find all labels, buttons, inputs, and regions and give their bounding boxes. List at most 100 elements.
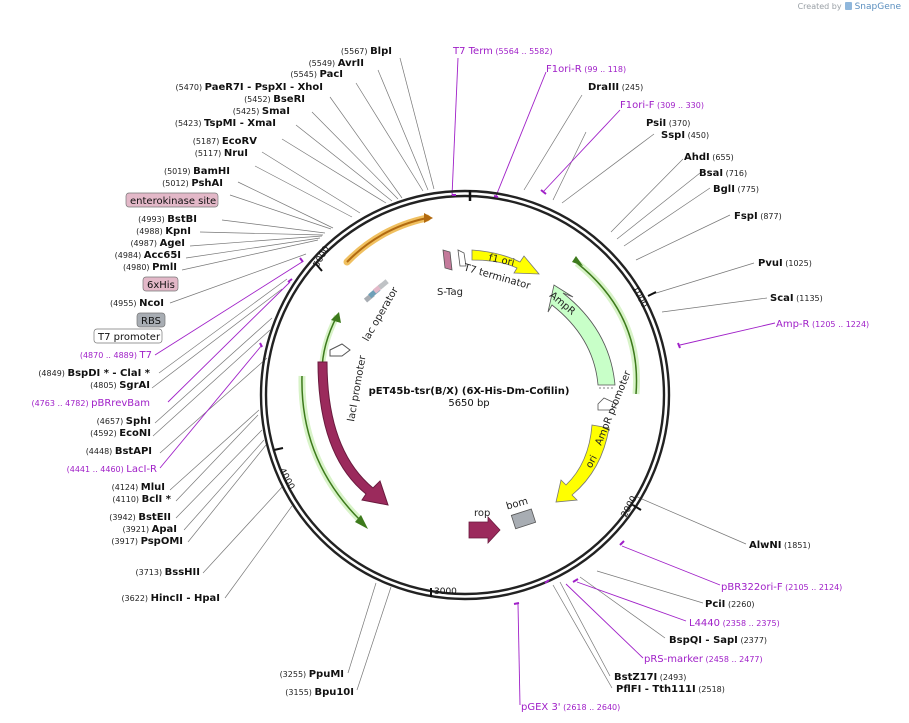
site-position: (2518): [696, 685, 725, 694]
site-position: (5012): [162, 179, 191, 188]
ori-feature: [555, 424, 610, 503]
site-name: (5567) BlpI: [341, 46, 392, 57]
site-label: Acc65I: [144, 250, 181, 261]
right-site-labels: DraIII (245) PsiI (370)SspI (450) AhdI (65…: [588, 82, 823, 695]
scale-tick-mark: [647, 291, 657, 297]
site-position: (245): [619, 83, 643, 92]
t7-promoter-label: T7 promoter: [97, 332, 161, 343]
site-position: (5549): [309, 59, 338, 68]
plasmid-name: pET45b-tsr(B/X) (6X-His-Dm-Cofilin): [369, 386, 570, 397]
primer-name: pBR322ori-F: [721, 582, 783, 593]
enterokinase-site-label: enterokinase site: [130, 196, 216, 207]
site-label: BclI *: [142, 494, 172, 505]
scale-tick-mark: [315, 263, 323, 272]
ori-label: ori: [584, 454, 600, 471]
site-position: (370): [666, 119, 690, 128]
site-name: (3713) BssHII: [136, 567, 201, 578]
site-label: PshAI: [191, 178, 223, 189]
restriction-site: (5470) PaeR7I - PspXI - XhoI: [176, 82, 323, 93]
site-label: PaeR7I: [205, 82, 244, 93]
site-name: (5019) BamHI: [164, 166, 230, 177]
primer-name: pGEX 3': [521, 702, 561, 713]
restriction-site: (4984) Acc65I: [115, 250, 181, 261]
site-name: PflFI - Tth111I (2518): [616, 684, 725, 695]
restriction-site: DraIII (245): [588, 82, 643, 93]
primer-name: pBRrevBam: [91, 398, 150, 409]
site-position: (1135): [794, 294, 823, 303]
plasmid-length: 5650 bp: [448, 398, 489, 409]
site-name: (4592) EcoNI: [90, 428, 151, 439]
site-position: (4955): [110, 299, 139, 308]
feature-arcs: [298, 213, 641, 545]
site-position: (4657): [97, 417, 126, 426]
ampr-gene: [547, 284, 616, 386]
site-label: KpnI: [165, 226, 191, 237]
primer-label: (4870 .. 4889) T7: [80, 350, 152, 361]
site-position: (3713): [136, 568, 165, 577]
site-label: BlpI: [370, 46, 392, 57]
restriction-site: SspI (450): [661, 130, 709, 141]
site-label: HincII: [151, 593, 183, 604]
primer-range: (2458 .. 2477): [703, 655, 763, 664]
site-label: BstAPI: [115, 446, 152, 457]
primer-label: pRS-marker (2458 .. 2477): [644, 654, 763, 665]
site-label: BspDI *: [67, 368, 109, 379]
site-position: (450): [685, 131, 709, 140]
site-label: MluI: [141, 482, 165, 493]
rop-gene: [468, 515, 501, 545]
primer-text: F1ori-F (309 .. 330): [620, 100, 704, 111]
restriction-site: (3622) HincII - HpaI: [121, 593, 220, 604]
restriction-site: (4124) MluI: [112, 482, 165, 493]
site-position: (1851): [782, 541, 811, 550]
restriction-site: (3921) ApaI: [122, 524, 177, 535]
primer-range: (5564 .. 5582): [493, 47, 553, 56]
site-label: PacI: [320, 69, 343, 80]
t7-arc: [343, 214, 431, 266]
restriction-site: (3155) Bpu10I: [285, 687, 354, 698]
site-label: BstZ17I: [614, 672, 657, 683]
site-name: DraIII (245): [588, 82, 643, 93]
primer-text: L4440 (2358 .. 2375): [689, 618, 780, 629]
restriction-site: (5452) BseRI: [244, 94, 305, 105]
created-by-text: Created by: [797, 2, 842, 11]
site-name: (4657) SphI: [97, 416, 151, 427]
restriction-site: BstZ17I (2493): [614, 672, 686, 683]
primer-text: (4870 .. 4889) T7: [80, 350, 152, 361]
primer-label: (4441 .. 4460) LacI-R: [67, 464, 157, 475]
site-label: PmlI: [152, 262, 177, 273]
backbone-outer: [259, 189, 671, 601]
primer-label: F1ori-F (309 .. 330): [620, 100, 704, 111]
ampr-promoter-arrow: [597, 397, 618, 411]
site-label: AhdI: [684, 152, 710, 163]
restriction-site: BsaI (716): [699, 168, 747, 179]
site-label: BsaI: [699, 168, 723, 179]
primer-label: Amp-R (1205 .. 1224): [776, 319, 869, 330]
restriction-site: (5549) AvrII: [309, 58, 364, 69]
restriction-site: (3713) BssHII: [136, 567, 201, 578]
restriction-site: (5545) PacI: [290, 69, 343, 80]
site-position: (5117): [195, 149, 224, 158]
site-label: AgeI: [160, 238, 185, 249]
site-name: (4448) BstAPI: [86, 446, 152, 457]
site-label: Bpu10I: [314, 687, 354, 698]
site-name: (4805) SgrAI: [90, 380, 150, 391]
site-name: (4984) Acc65I: [115, 250, 181, 261]
site-label: BssHII: [165, 567, 200, 578]
site-label: ApaI: [152, 524, 177, 535]
site-name: PsiI (370): [646, 118, 690, 129]
site-label: AvrII: [338, 58, 364, 69]
site-label: PciI: [705, 599, 725, 610]
restriction-site: AhdI (655): [684, 152, 734, 163]
site-name: PvuI (1025): [758, 258, 812, 269]
site-label-extra: - XmaI: [236, 118, 276, 129]
scale-tick-label: 3000: [434, 587, 457, 597]
laci-label: lacI: [341, 420, 356, 440]
site-name: SspI (450): [661, 130, 709, 141]
site-label: PpuMI: [309, 669, 344, 680]
restriction-site: (5567) BlpI: [341, 46, 392, 57]
site-label: BstEII: [138, 512, 171, 523]
site-position: (5470): [176, 83, 205, 92]
primer-label: F1ori-R (99 .. 118): [546, 64, 626, 75]
site-name: ScaI (1135): [770, 293, 823, 304]
